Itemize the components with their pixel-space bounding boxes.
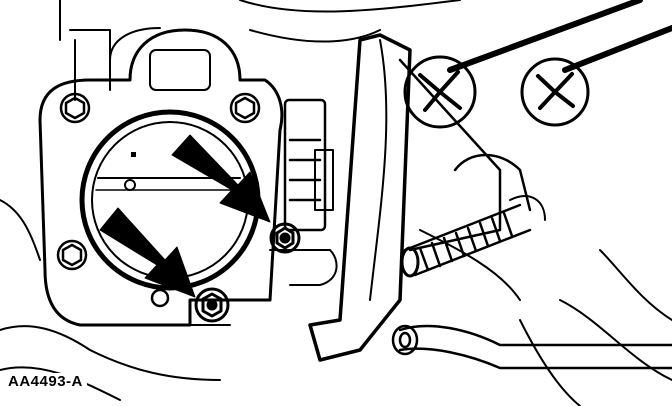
throttle-body-housing	[38, 27, 284, 327]
nut-icon	[189, 222, 301, 326]
cable-conduit	[400, 195, 546, 278]
linkage-area	[269, 98, 338, 286]
figure-id-label: AA4493-A	[6, 373, 87, 391]
arrow-pointer-icon	[99, 134, 271, 298]
cable-screws	[403, 0, 672, 129]
lower-pipe	[391, 324, 672, 370]
housing-bolts	[56, 92, 261, 308]
mounting-bracket	[308, 33, 532, 362]
